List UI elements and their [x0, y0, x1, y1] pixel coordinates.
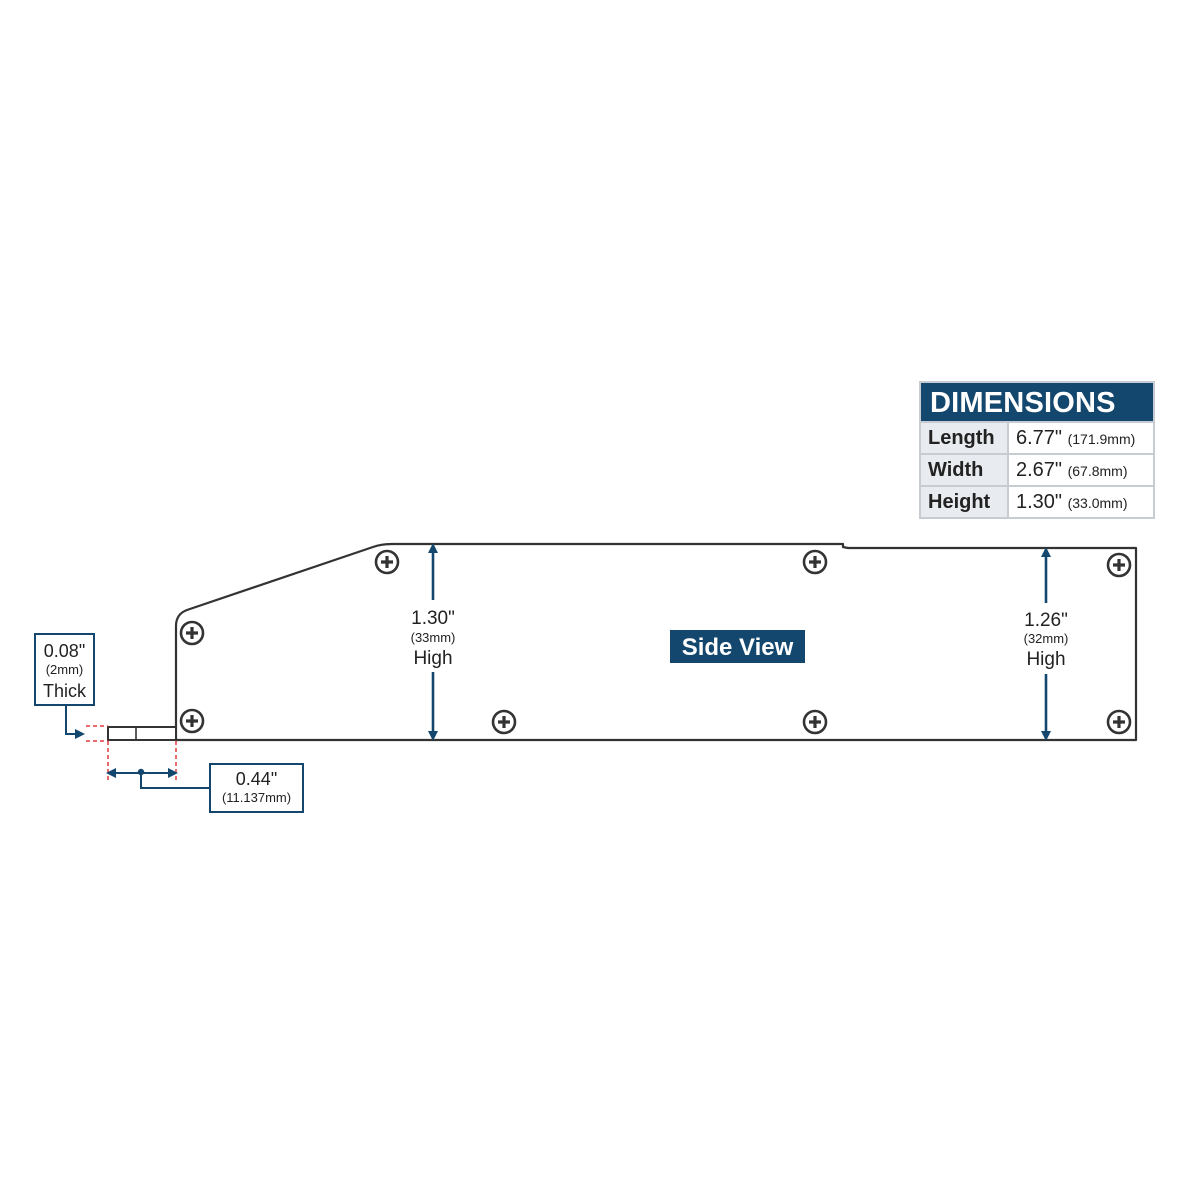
tab-length-value: 0.44" — [236, 769, 277, 789]
dimension-arrow-icon — [65, 705, 85, 739]
phillips-screw-icon — [179, 708, 205, 734]
dimension-value: 1.30" (33.0mm) — [1009, 487, 1153, 517]
dimensions-row-height: Height 1.30" (33.0mm) — [921, 485, 1153, 517]
phillips-screw-icon — [1106, 709, 1132, 735]
dimension-label: Height — [921, 487, 1009, 517]
dimension-imperial: 2.67" — [1016, 459, 1063, 481]
phillips-screw-icon — [802, 709, 828, 735]
rear-height-dimension: 1.26" (32mm) High — [1024, 547, 1069, 741]
front-height-metric: (33mm) — [411, 630, 456, 645]
phillips-screw-icon — [374, 549, 400, 575]
dimensions-table: DIMENSIONS Length 6.77" (171.9mm) Width … — [919, 381, 1155, 519]
phillips-screw-icon — [179, 620, 205, 646]
housing-outline — [174, 542, 1138, 742]
dimension-label: Length — [921, 423, 1009, 453]
thickness-callout: 0.08" (2mm) Thick — [34, 633, 108, 742]
front-height-dimension: 1.30" (33mm) High — [411, 543, 456, 741]
dimension-value: 6.77" (171.9mm) — [1009, 423, 1153, 453]
thickness-metric: (2mm) — [46, 662, 84, 677]
dimension-imperial: 6.77" — [1016, 427, 1063, 449]
phillips-screw-icon — [1106, 552, 1132, 578]
side-view-label: Side View — [682, 634, 794, 661]
dimension-imperial: 1.30" — [1016, 491, 1063, 513]
dimensions-row-width: Width 2.67" (67.8mm) — [921, 453, 1153, 485]
phillips-screw-icon — [491, 709, 517, 735]
rear-height-metric: (32mm) — [1024, 631, 1069, 646]
front-height-word: High — [413, 648, 452, 669]
rear-height-value: 1.26" — [1024, 610, 1068, 631]
dimensions-title: DIMENSIONS — [921, 383, 1153, 421]
dimension-value: 2.67" (67.8mm) — [1009, 455, 1153, 485]
front-height-value: 1.30" — [411, 608, 455, 629]
dimension-metric: (171.9mm) — [1067, 431, 1136, 447]
dimension-metric: (67.8mm) — [1067, 463, 1128, 479]
tab-length-metric: (11.137mm) — [222, 790, 291, 805]
tab-length-callout: 0.44" (11.137mm) — [106, 741, 304, 813]
rear-height-word: High — [1026, 649, 1065, 670]
mounting-tab — [107, 726, 177, 741]
thickness-value: 0.08" — [44, 641, 85, 661]
side-view-badge: Side View — [670, 630, 805, 663]
dimension-label: Width — [921, 455, 1009, 485]
dimensions-row-length: Length 6.77" (171.9mm) — [921, 421, 1153, 453]
dimension-metric: (33.0mm) — [1067, 495, 1128, 511]
thickness-word: Thick — [43, 681, 87, 701]
phillips-screw-icon — [802, 549, 828, 575]
